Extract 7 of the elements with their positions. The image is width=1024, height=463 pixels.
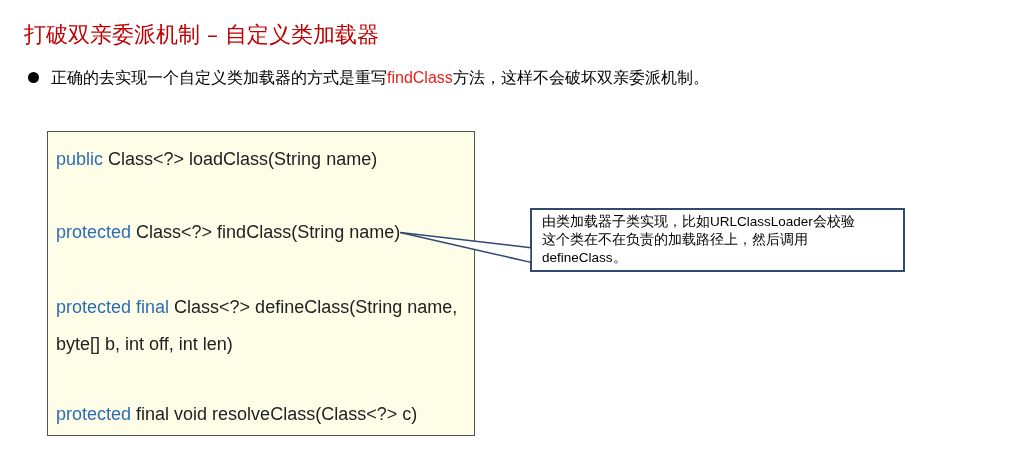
code-line: protected Class<?> findClass(String name): [56, 219, 401, 246]
title: 打破双亲委派机制 – 自定义类加载器: [24, 21, 379, 49]
code-line: protected final void resolveClass(Class<?> c): [56, 401, 418, 428]
code-line: public Class<?> loadClass(String name): [56, 146, 378, 173]
code-line: protected final Class<?> defineClass(String name, byte[] b, int off, int len): [56, 289, 461, 363]
code-panel: [47, 131, 475, 436]
bullet-text: 正确的去实现一个自定义类加载器的方式是重写findClass方法，这样不会破坏双亲委派机制。: [51, 68, 709, 88]
